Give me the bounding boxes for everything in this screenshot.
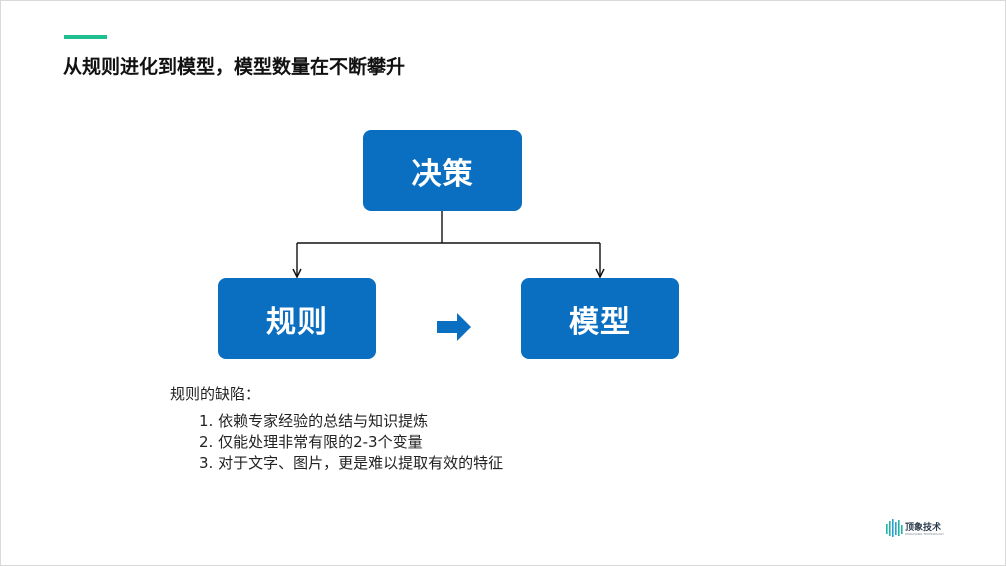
node-model: 模型: [521, 278, 679, 359]
defect-item: 1. 依赖专家经验的总结与知识提炼: [199, 412, 429, 430]
defect-item: 2. 仅能处理非常有限的2-3个变量: [199, 433, 423, 451]
node-decision: 决策: [363, 130, 522, 211]
node-rule: 规则: [218, 278, 376, 359]
block-arrow-rule-to-model: [437, 313, 471, 341]
title-accent-bar: [64, 35, 107, 39]
arrow-to-model-head: [595, 268, 605, 279]
defect-item: 3. 对于文字、图片，更是难以提取有效的特征: [199, 454, 504, 472]
page-title: 从规则进化到模型，模型数量在不断攀升: [63, 56, 406, 78]
logo-name: 顶象技术: [905, 523, 942, 533]
company-logo: 顶象技术 DINGXIANG TECHNOLOGY: [885, 518, 955, 540]
defects-heading: 规则的缺陷：: [170, 385, 261, 403]
logo-subtitle: DINGXIANG TECHNOLOGY: [905, 532, 944, 536]
defects-list: 1. 依赖专家经验的总结与知识提炼 2. 仅能处理非常有限的2-3个变量 3. …: [199, 411, 503, 474]
barcode-wave-icon: [886, 519, 903, 537]
arrow-to-rule-head: [292, 268, 302, 279]
